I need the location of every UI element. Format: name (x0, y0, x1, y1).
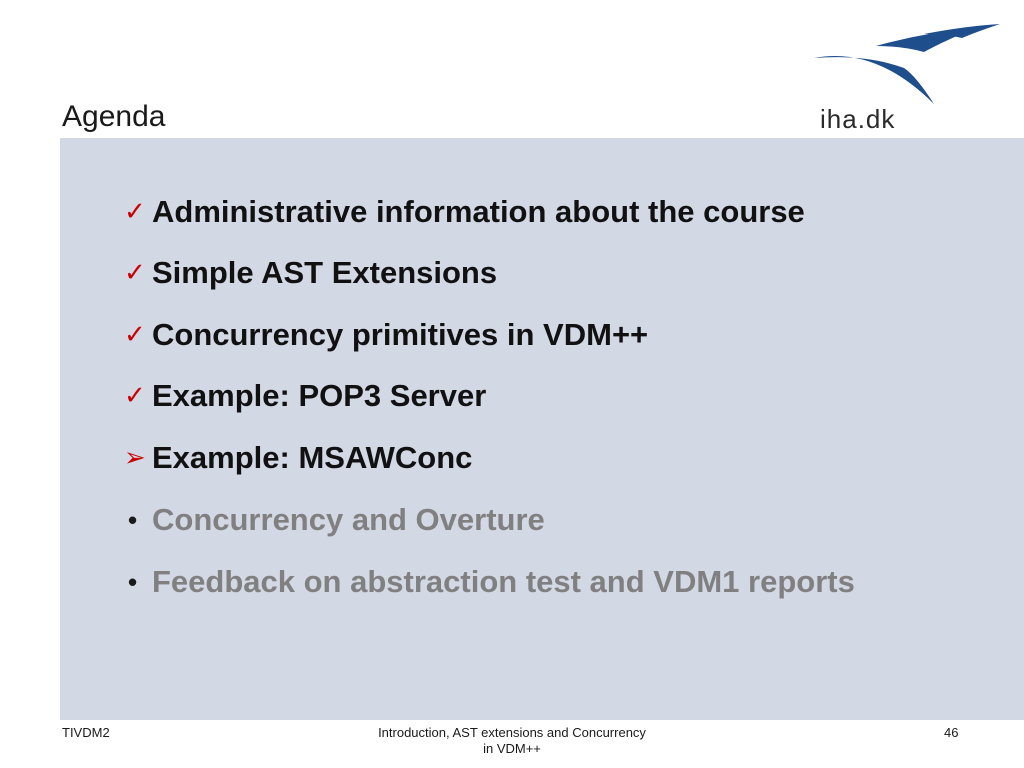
checkmark-icon: ✓ (124, 381, 146, 411)
footer-subtitle-line1: Introduction, AST extensions and Concurr… (378, 725, 646, 740)
agenda-item: • Concurrency and Overture (124, 498, 545, 542)
bullet-icon: • (128, 566, 138, 597)
agenda-item-text: Example: POP3 Server (152, 378, 487, 413)
agenda-item-text: Simple AST Extensions (152, 255, 498, 290)
checkmark-icon: ✓ (124, 197, 146, 227)
agenda-item-text: Administrative information about the cou… (152, 194, 805, 229)
logo-text: iha.dk (820, 104, 896, 134)
agenda-item-text: Concurrency primitives in VDM++ (152, 317, 649, 352)
agenda-item-current: ➢ Example: MSAWConc (124, 436, 472, 480)
bullet-icon: • (128, 504, 138, 535)
agenda-item: ✓ Simple AST Extensions (124, 251, 497, 295)
agenda-item: ✓ Administrative information about the c… (124, 190, 805, 234)
agenda-item: ✓ Example: POP3 Server (124, 374, 486, 418)
slide-title: Agenda (62, 100, 166, 133)
agenda-item-text: Concurrency and Overture (152, 502, 545, 537)
agenda-item-text: Example: MSAWConc (152, 440, 473, 475)
agenda-item: • Feedback on abstraction test and VDM1 … (124, 560, 855, 604)
iha-logo-icon (814, 24, 1000, 104)
agenda-item-text: Feedback on abstraction test and VDM1 re… (152, 564, 855, 599)
footer-course: TIVDM2 (62, 725, 110, 740)
arrow-right-icon: ➢ (124, 443, 146, 473)
page-number: 46 (944, 725, 959, 740)
agenda-item: ✓ Concurrency primitives in VDM++ (124, 313, 648, 357)
content-panel: ✓ Administrative information about the c… (60, 138, 1024, 720)
footer-subtitle-line2: in VDM++ (483, 741, 541, 756)
checkmark-icon: ✓ (124, 258, 146, 288)
checkmark-icon: ✓ (124, 320, 146, 350)
agenda-list: ✓ Administrative information about the c… (60, 138, 1024, 720)
footer-subtitle: Introduction, AST extensions and Concurr… (352, 725, 672, 757)
